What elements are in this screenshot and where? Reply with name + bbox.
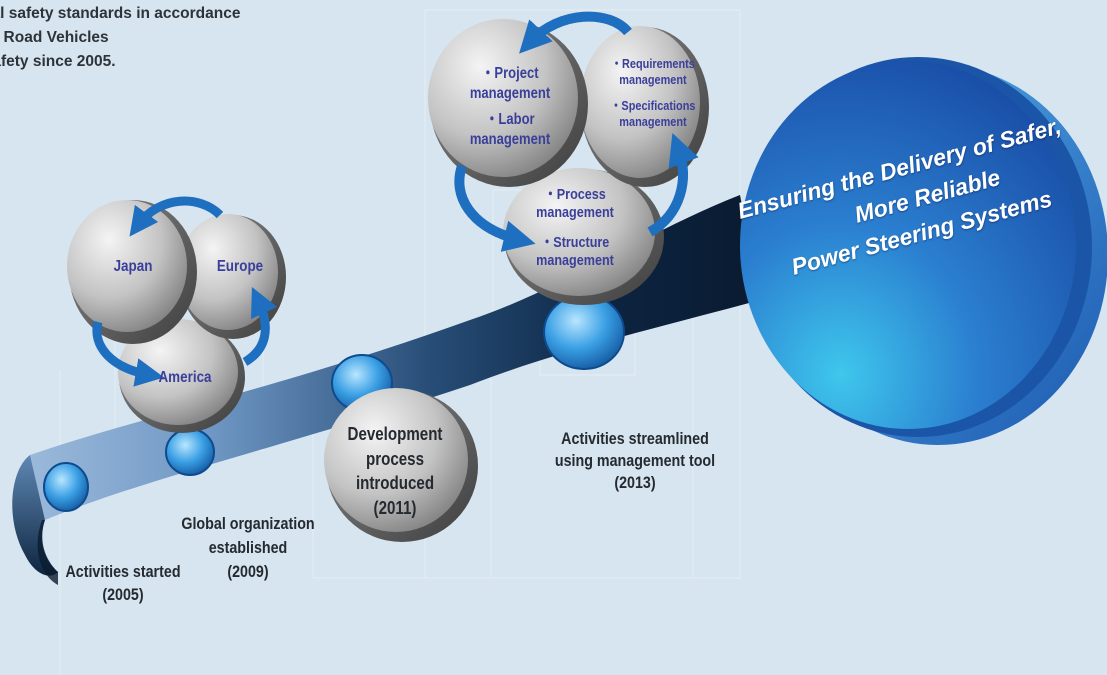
milestone-line: process xyxy=(365,448,424,469)
intro-line: Safety since 2005. xyxy=(0,53,116,70)
label-line: ・Process xyxy=(544,186,606,203)
label-line: management xyxy=(469,85,551,102)
label-project-management: ・Project management xyxy=(464,64,556,104)
label-line: ・Labor xyxy=(485,111,535,128)
goal-disc xyxy=(740,57,1107,445)
label-process-management: ・Process management xyxy=(529,186,621,222)
milestone-line: using management tool xyxy=(554,451,716,470)
milestone-year: (2009) xyxy=(227,562,269,581)
intro-text: nal safety standards in accordance 62 Ro… xyxy=(0,2,360,74)
intro-line: nal safety standards in accordance xyxy=(0,5,241,22)
blue-milestone-markers xyxy=(43,294,625,512)
region-label-europe: Europe xyxy=(216,258,264,275)
label-line: ・Specifications xyxy=(610,98,696,113)
label-line: ・Requirements xyxy=(611,56,695,71)
region-label-america: America xyxy=(158,369,212,386)
milestone-2009: Global organization established (2009) xyxy=(164,512,332,584)
milestone-line: Global organization xyxy=(181,514,315,533)
label-line: ・Structure xyxy=(540,234,610,251)
label-line: management xyxy=(619,114,687,129)
milestone-year: (2005) xyxy=(102,585,144,604)
milestone-2011-coin xyxy=(324,388,478,542)
milestone-line: introduced xyxy=(355,473,435,493)
milestone-2013: Activities streamlined using management … xyxy=(538,428,731,494)
management-coin-cluster xyxy=(428,11,709,305)
milestone-line: Activities streamlined xyxy=(561,429,709,448)
milestone-line: Activities started xyxy=(65,562,181,581)
label-line: management xyxy=(469,131,551,148)
label-specifications-management: ・Specifications management xyxy=(607,98,699,130)
milestone-line: established xyxy=(208,538,288,557)
milestone-2005: Activities started (2005) xyxy=(60,560,186,606)
milestone-year: (2011) xyxy=(373,497,417,518)
label-line: management xyxy=(536,252,614,269)
region-label-japan: Japan xyxy=(113,258,153,275)
label-line: management xyxy=(619,72,687,87)
regions-coin-cluster xyxy=(67,196,286,433)
milestone-2011: Development process introduced (2011) xyxy=(336,422,454,520)
label-labor-management: ・Labor management xyxy=(464,110,556,150)
milestone-line: Development xyxy=(347,424,443,444)
label-structure-management: ・Structure management xyxy=(529,234,621,270)
label-line: ・Project xyxy=(481,65,539,82)
label-line: management xyxy=(536,204,614,221)
intro-line: 62 Road Vehicles xyxy=(0,29,109,46)
milestone-year: (2013) xyxy=(614,473,656,492)
label-requirements-management: ・Requirements management xyxy=(607,56,699,88)
